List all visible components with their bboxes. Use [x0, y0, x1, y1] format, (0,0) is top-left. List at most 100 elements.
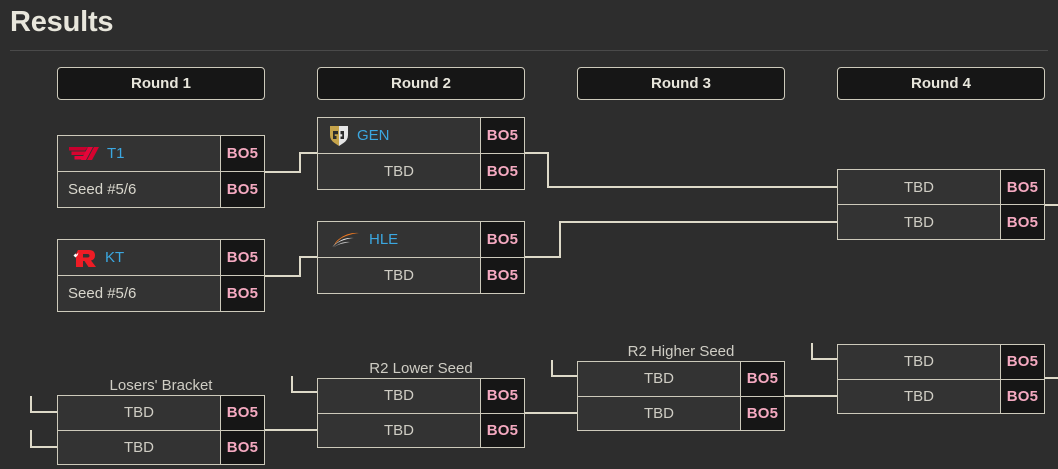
match-lb-m3[interactable]: TBD BO5 TBD BO5: [577, 361, 785, 431]
match-lb-m2[interactable]: TBD BO5 TBD BO5: [317, 378, 525, 448]
match-row[interactable]: TBD BO5: [318, 412, 524, 448]
connector-r2m2-in: [299, 256, 319, 258]
kt-logo: [73, 249, 96, 267]
team-cell-seed[interactable]: Seed #5/6: [58, 276, 220, 311]
team-name: TBD: [124, 438, 154, 456]
match-r1-m2[interactable]: KT BO5 Seed #5/6 BO5: [57, 239, 265, 312]
score-cell: BO5: [740, 396, 784, 430]
team-name: Seed #5/6: [68, 181, 137, 198]
match-row[interactable]: TBD BO5: [838, 170, 1044, 204]
match-row[interactable]: TBD BO5: [318, 153, 524, 189]
connector-lb-m2-feed-horiz: [291, 391, 319, 393]
round-header-1: Round 1: [57, 67, 265, 100]
team-cell-tbd[interactable]: TBD: [58, 431, 220, 465]
team-cell-tbd[interactable]: TBD: [838, 205, 1000, 239]
team-name: TBD: [124, 404, 154, 422]
connector-lbm2-out: [525, 412, 579, 414]
label-r2-lower-seed: R2 Lower Seed: [369, 360, 473, 377]
title-divider: [10, 50, 1048, 51]
team-cell-tbd[interactable]: TBD: [58, 396, 220, 430]
match-row[interactable]: Seed #5/6 BO5: [58, 275, 264, 311]
team-cell-tbd[interactable]: TBD: [838, 380, 1000, 414]
page-title: Results: [10, 6, 114, 38]
match-row[interactable]: TBD BO5: [318, 379, 524, 413]
team-cell-gen[interactable]: GEN: [318, 118, 480, 153]
connector-to-r4-bottom: [559, 221, 839, 223]
score-cell: BO5: [1000, 345, 1044, 379]
team-name: TBD: [384, 163, 414, 180]
team-cell-tbd[interactable]: TBD: [838, 345, 1000, 379]
connector-r1m2-out: [265, 275, 301, 277]
match-r1-m1[interactable]: T1 BO5 Seed #5/6 BO5: [57, 135, 265, 208]
score-cell: BO5: [1000, 170, 1044, 204]
team-cell-tbd[interactable]: TBD: [578, 362, 740, 396]
label-losers-bracket: Losers' Bracket: [109, 377, 213, 394]
score-cell: BO5: [220, 172, 264, 207]
connector-lb-m4-feed-horiz: [811, 358, 839, 360]
team-cell-kt[interactable]: KT: [58, 240, 220, 275]
team-name: TBD: [644, 404, 674, 422]
match-row[interactable]: TBD BO5: [58, 396, 264, 430]
match-row[interactable]: TBD BO5: [318, 257, 524, 293]
team-cell-hle[interactable]: HLE: [318, 222, 480, 257]
team-cell-seed[interactable]: Seed #5/6: [58, 172, 220, 207]
connector-r1m1-out: [265, 171, 301, 173]
connector-lb-feed2-vert: [30, 430, 32, 447]
team-name: T1: [107, 145, 125, 162]
match-row[interactable]: TBD BO5: [838, 345, 1044, 379]
score-cell: BO5: [480, 413, 524, 447]
team-cell-tbd[interactable]: TBD: [318, 154, 480, 189]
connector-lb-feed1-vert: [30, 396, 32, 413]
match-row[interactable]: TBD BO5: [578, 362, 784, 396]
team-cell-tbd[interactable]: TBD: [838, 170, 1000, 204]
connector-lb-feed1-horiz: [30, 411, 59, 413]
score-cell: BO5: [740, 362, 784, 396]
match-row[interactable]: TBD BO5: [838, 378, 1044, 414]
connector-r1m1-vert: [299, 153, 301, 173]
connector-lbm4-out: [1045, 377, 1058, 379]
score-cell: BO5: [1000, 205, 1044, 239]
team-name: TBD: [904, 213, 934, 231]
match-r2-m1[interactable]: GEN BO5 TBD BO5: [317, 117, 525, 190]
match-r4-upper[interactable]: TBD BO5 TBD BO5: [837, 169, 1045, 240]
team-name: KT: [105, 249, 125, 266]
connector-lb-m2-feed-vert: [291, 376, 293, 393]
team-name: HLE: [369, 231, 399, 248]
t1-logo: [69, 147, 99, 160]
match-row[interactable]: T1 BO5: [58, 136, 264, 171]
connector-lbm3-out: [785, 395, 839, 397]
round-header-4: Round 4: [837, 67, 1045, 100]
round-header-2: Round 2: [317, 67, 525, 100]
team-cell-tbd[interactable]: TBD: [578, 397, 740, 431]
score-cell: BO5: [480, 258, 524, 293]
match-lb-m1[interactable]: TBD BO5 TBD BO5: [57, 395, 265, 465]
match-r2-m2[interactable]: HLE BO5 TBD BO5: [317, 221, 525, 294]
score-cell: BO5: [220, 240, 264, 275]
match-row[interactable]: HLE BO5: [318, 222, 524, 257]
team-name: GEN: [357, 127, 390, 144]
connector-r4-upper-out: [1045, 204, 1058, 206]
team-name: TBD: [644, 370, 674, 388]
team-cell-tbd[interactable]: TBD: [318, 414, 480, 448]
match-row[interactable]: GEN BO5: [318, 118, 524, 153]
team-name: Seed #5/6: [68, 285, 137, 302]
connector-r2m2-rise: [559, 221, 561, 257]
score-cell: BO5: [220, 276, 264, 311]
team-cell-tbd[interactable]: TBD: [318, 379, 480, 413]
match-row[interactable]: Seed #5/6 BO5: [58, 171, 264, 207]
match-row[interactable]: TBD BO5: [578, 395, 784, 431]
connector-r2m1-drop: [547, 152, 549, 188]
match-row[interactable]: KT BO5: [58, 240, 264, 275]
team-cell-t1[interactable]: T1: [58, 136, 220, 171]
connector-lb-feed2-horiz: [30, 446, 59, 448]
match-lb-m4[interactable]: TBD BO5 TBD BO5: [837, 344, 1045, 414]
team-cell-tbd[interactable]: TBD: [318, 258, 480, 293]
connector-lb-m3-feed-vert: [551, 360, 553, 377]
match-row[interactable]: TBD BO5: [58, 429, 264, 465]
team-name: TBD: [904, 178, 934, 196]
match-row[interactable]: TBD BO5: [838, 204, 1044, 239]
score-cell: BO5: [480, 222, 524, 257]
round-header-3: Round 3: [577, 67, 785, 100]
score-cell: BO5: [220, 430, 264, 464]
